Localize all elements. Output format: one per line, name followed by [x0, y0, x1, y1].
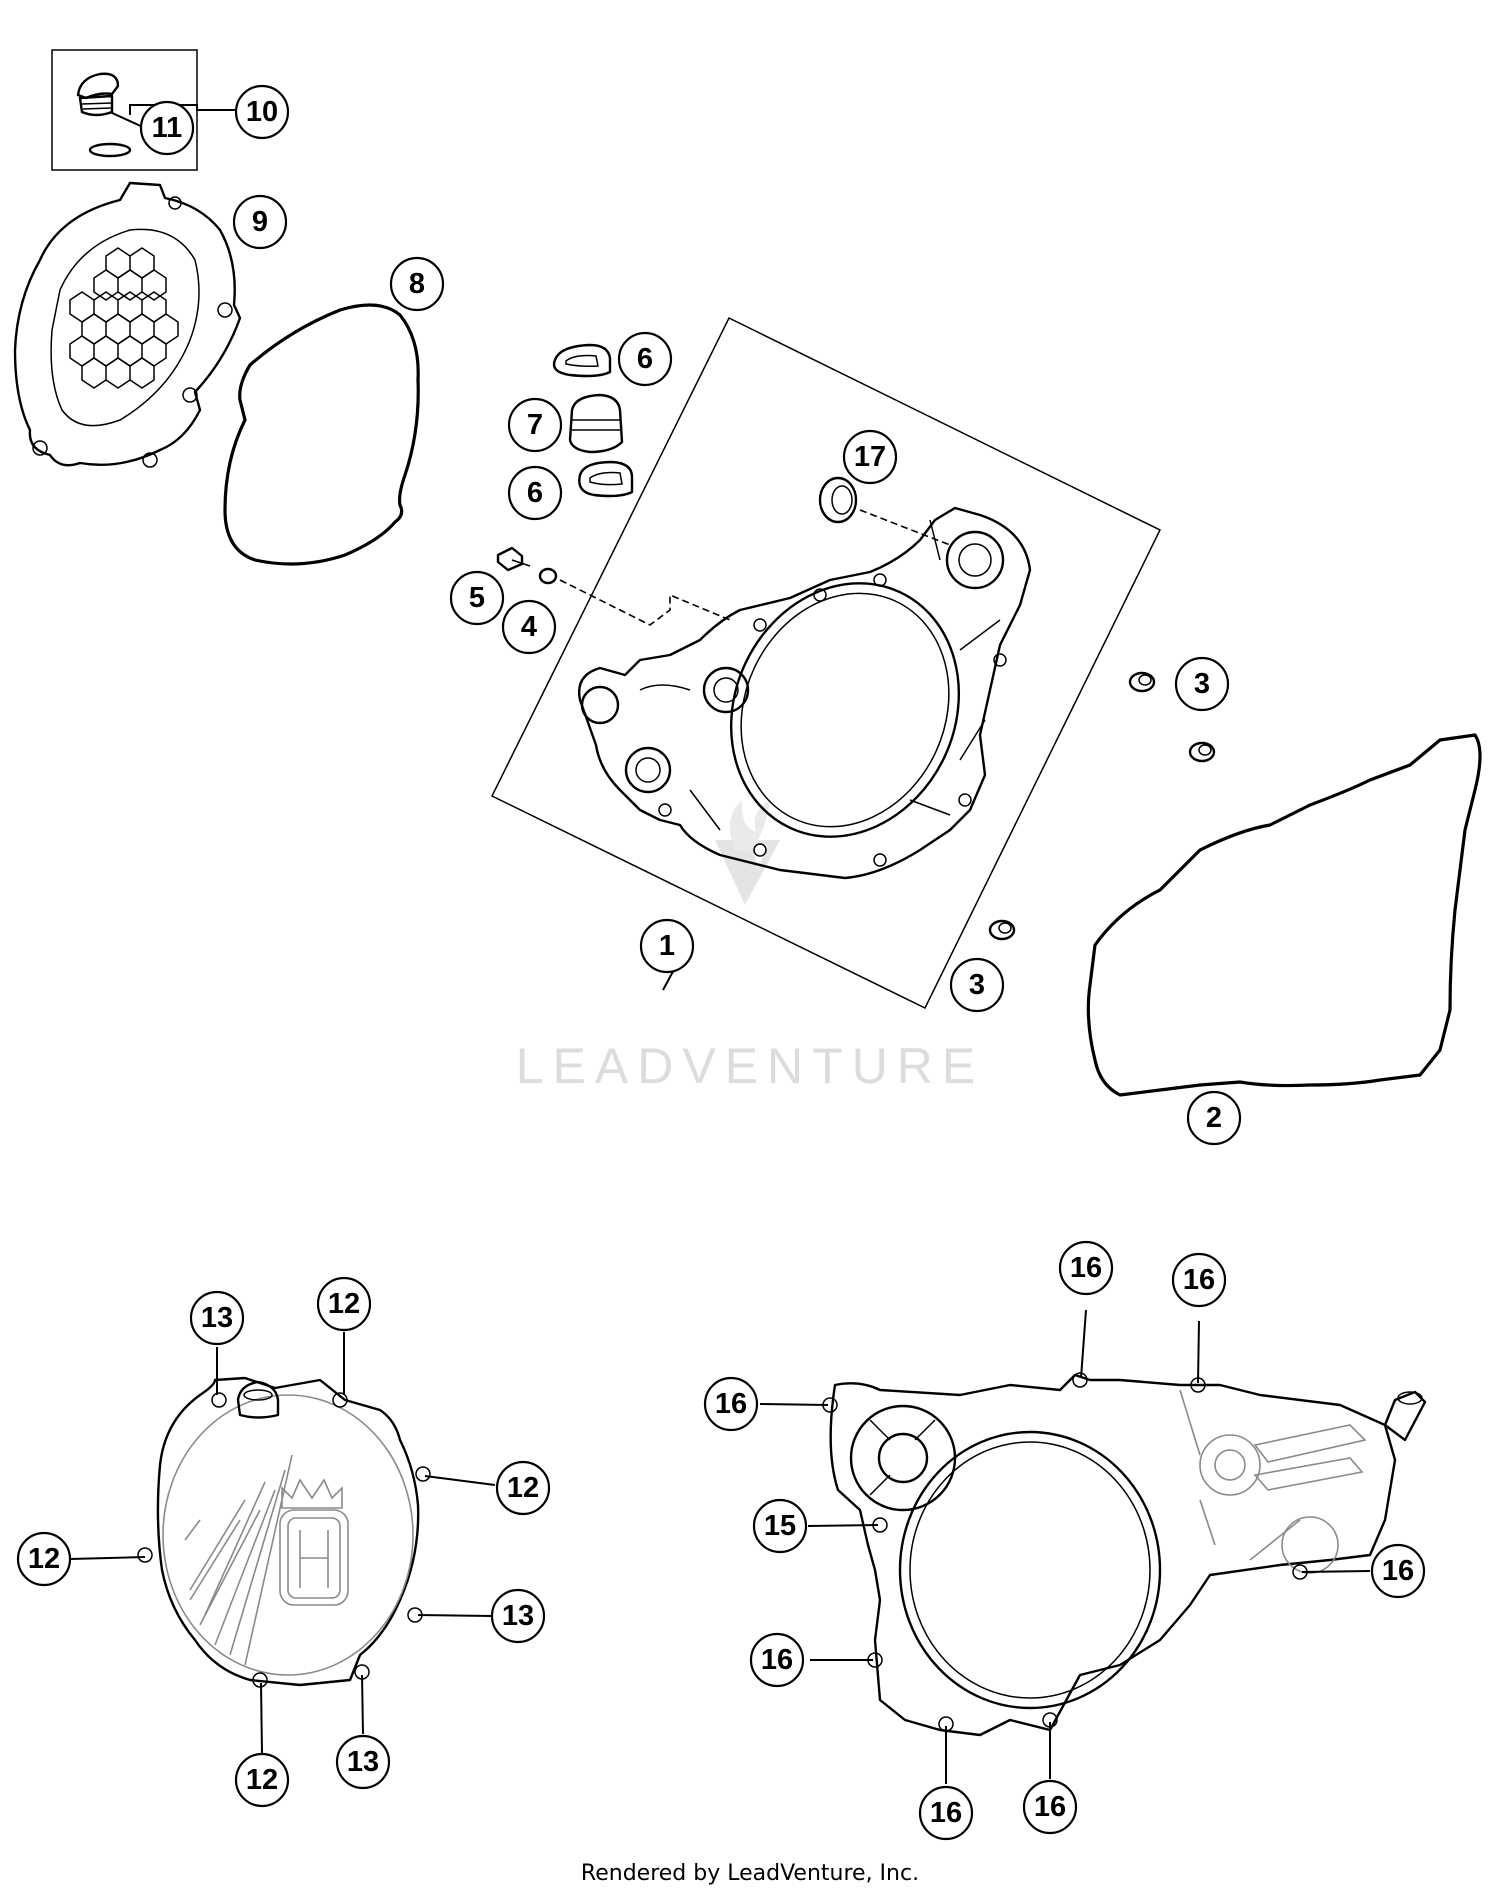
callout-17: 17 — [842, 429, 898, 485]
callout-12-bottom: 12 — [234, 1752, 290, 1808]
svg-text:5: 5 — [469, 582, 485, 614]
leader-lines — [69, 104, 1371, 1784]
svg-text:16: 16 — [1070, 1252, 1102, 1284]
svg-text:15: 15 — [764, 1510, 796, 1542]
svg-text:1: 1 — [659, 930, 675, 962]
inner-clutch-cover — [578, 506, 1032, 880]
svg-text:11: 11 — [152, 112, 183, 144]
hex-mesh-pattern — [69, 247, 179, 389]
svg-text:12: 12 — [246, 1764, 278, 1796]
outer-clutch-cover-mesh — [13, 181, 242, 468]
svg-text:7: 7 — [527, 409, 543, 441]
bolt-and-washer — [496, 546, 558, 585]
callout-6-top: 6 — [617, 331, 673, 387]
callout-11: 11 — [139, 100, 195, 156]
svg-text:17: 17 — [854, 441, 886, 473]
callout-4: 4 — [501, 599, 557, 655]
svg-text:13: 13 — [201, 1302, 233, 1334]
svg-text:16: 16 — [1382, 1555, 1414, 1587]
small-plugs-seals — [552, 343, 634, 498]
callout-16-left-bottom: 16 — [749, 1632, 805, 1688]
svg-text:16: 16 — [930, 1797, 962, 1829]
callout-2: 2 — [1186, 1090, 1242, 1146]
callout-3-top: 3 — [1174, 656, 1230, 712]
callout-7: 7 — [507, 397, 563, 453]
svg-text:8: 8 — [409, 268, 425, 300]
svg-text:16: 16 — [1034, 1791, 1066, 1823]
callout-13-top-left: 13 — [189, 1290, 245, 1346]
callout-9: 9 — [232, 194, 288, 250]
callout-16-top-center: 16 — [1058, 1240, 1114, 1296]
svg-text:13: 13 — [502, 1600, 534, 1632]
svg-text:3: 3 — [969, 969, 985, 1001]
cover-fin-grille — [184, 1454, 293, 1666]
callout-8: 8 — [389, 256, 445, 312]
callout-3-bottom: 3 — [949, 957, 1005, 1013]
rendered-by-credit: Rendered by LeadVenture, Inc. — [581, 1861, 919, 1886]
callout-12-right: 12 — [495, 1460, 551, 1516]
callout-1: 1 — [639, 918, 695, 974]
callout-13-bottom: 13 — [335, 1734, 391, 1790]
callout-16-bottom-right: 16 — [1022, 1779, 1078, 1835]
callout-10: 10 — [234, 84, 290, 140]
svg-text:6: 6 — [637, 343, 653, 375]
svg-text:16: 16 — [761, 1644, 793, 1676]
callout-13-right: 13 — [490, 1588, 546, 1644]
callout-12-left: 12 — [16, 1531, 72, 1587]
callout-16-right: 16 — [1370, 1543, 1426, 1599]
shaft-seal — [818, 476, 858, 524]
callout-16-top-right: 16 — [1171, 1252, 1227, 1308]
dowel-pins — [988, 671, 1216, 941]
svg-text:9: 9 — [252, 206, 268, 238]
svg-text:13: 13 — [347, 1746, 379, 1778]
cover-gasket-oring — [223, 303, 420, 566]
clutch-cover-assembly-frame — [490, 316, 1162, 1010]
callout-6-bottom: 6 — [507, 465, 563, 521]
callout-5: 5 — [449, 570, 505, 626]
svg-text:16: 16 — [715, 1388, 747, 1420]
svg-text:12: 12 — [28, 1543, 60, 1575]
callout-15: 15 — [752, 1498, 808, 1554]
svg-text:10: 10 — [246, 96, 278, 128]
leadventure-watermark: LEADVENTURE — [516, 800, 985, 1094]
svg-text:2: 2 — [1206, 1102, 1222, 1134]
svg-text:4: 4 — [521, 611, 537, 643]
svg-text:16: 16 — [1183, 1264, 1215, 1296]
callout-16-left-top: 16 — [703, 1376, 759, 1432]
svg-text:6: 6 — [527, 477, 543, 509]
svg-text:3: 3 — [1194, 668, 1210, 700]
outer-cover-husqvarna — [137, 1376, 431, 1688]
svg-text:12: 12 — [328, 1288, 360, 1320]
callout-12-top: 12 — [316, 1276, 372, 1332]
callout-16-bottom-left: 16 — [918, 1785, 974, 1841]
watermark-text: LEADVENTURE — [516, 1038, 985, 1094]
husqvarna-crown-logo — [279, 1478, 349, 1606]
svg-text:12: 12 — [507, 1472, 539, 1504]
clutch-cover-gasket — [1086, 733, 1482, 1097]
inner-cover-underside-view — [822, 1372, 1427, 1737]
